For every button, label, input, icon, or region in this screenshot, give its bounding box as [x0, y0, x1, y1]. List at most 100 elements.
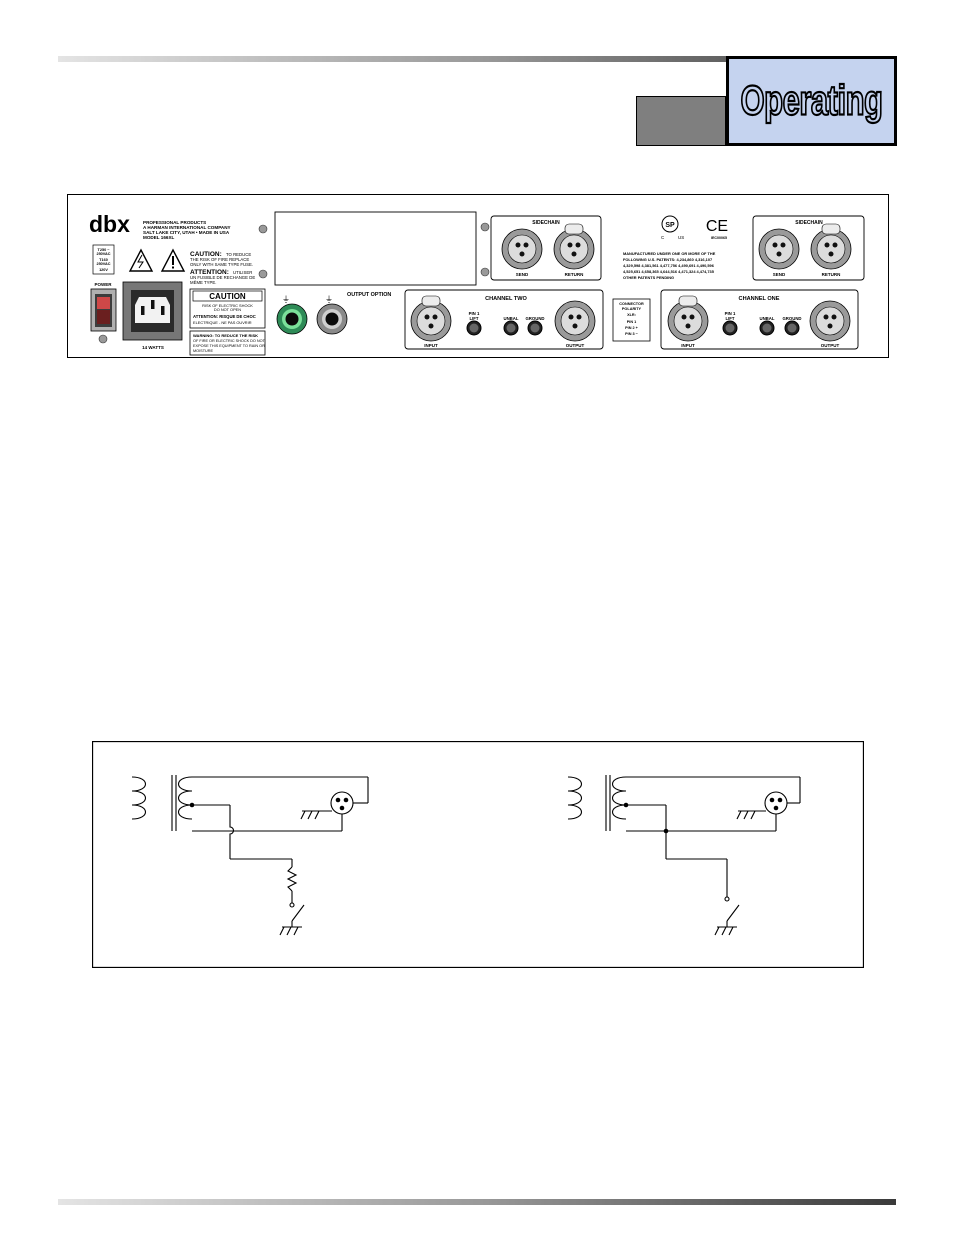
- channel-two-ground-switch[interactable]: [527, 320, 543, 336]
- svg-text:CAUTION: CAUTION: [209, 292, 246, 301]
- svg-text:UNBAL: UNBAL: [503, 316, 518, 321]
- svg-text:4,329,598 4,381,561 4,477,756: 4,329,598 4,381,561 4,477,756 4,490,691 …: [623, 263, 715, 268]
- output-option-jack-green[interactable]: [276, 303, 308, 335]
- svg-text:CE: CE: [706, 218, 728, 235]
- channel-two-unbal-switch[interactable]: [503, 320, 519, 336]
- svg-text:US: US: [678, 235, 684, 240]
- channel-two-input-jack[interactable]: [410, 295, 452, 342]
- svg-text:ELECTRIQUE - NE PAS OUVRIR: ELECTRIQUE - NE PAS OUVRIR: [193, 320, 252, 325]
- ground-symbol-icon: ⏚: [325, 295, 333, 304]
- svg-text:250VAC: 250VAC: [96, 262, 110, 266]
- section-tab: Operating: [726, 56, 897, 146]
- svg-text:RISK OF ELECTRIC SHOCK: RISK OF ELECTRIC SHOCK: [202, 303, 253, 308]
- channel-one-input-jack[interactable]: [667, 295, 709, 342]
- schematic-right-chassis-ground-icon: [736, 810, 766, 820]
- svg-text:T160: T160: [99, 258, 108, 262]
- sidechain-one-return-jack[interactable]: [810, 223, 852, 270]
- sidechain-one-send-jack[interactable]: [758, 228, 800, 270]
- fuse-caution-text: CAUTION: TO REDUCE THE RISK OF FIRE REPL…: [190, 251, 255, 285]
- svg-text:T250 ~: T250 ~: [98, 248, 111, 252]
- header-rule: [58, 56, 896, 62]
- channel-one-panel: CHANNEL ONE INPUT OUTPUT PIN 1 LIFT UNBA…: [660, 289, 859, 350]
- section-tab-label: Operating: [740, 76, 884, 125]
- schematic-left-switch: [289, 902, 305, 927]
- svg-text:POWER: POWER: [94, 282, 112, 287]
- grey-tab-block: [636, 96, 726, 146]
- svg-text:UTILISER: UTILISER: [233, 270, 252, 275]
- svg-text:OF FIRE OR ELECTRIC SHOCK DO N: OF FIRE OR ELECTRIC SHOCK DO NOT: [193, 339, 266, 343]
- channel-two-panel: CHANNEL TWO INPUT OUTPUT PIN 1 LIFT UNBA…: [404, 289, 604, 350]
- patents-text: MANUFACTURED UNDER ONE OR MORE OF THE FO…: [623, 251, 716, 280]
- svg-text:UN FUSIBLE DE RECHANGE DE: UN FUSIBLE DE RECHANGE DE: [190, 275, 255, 280]
- svg-text:SALT LAKE CITY, UTAH • MADE IN: SALT LAKE CITY, UTAH • MADE IN USA: [143, 230, 230, 235]
- svg-text:CHANNEL ONE: CHANNEL ONE: [739, 296, 780, 302]
- schematic-left-wiring: [192, 776, 369, 903]
- schematic-right-ground-icon: [714, 926, 737, 936]
- footer-rule: [58, 1199, 896, 1205]
- channel-two-pin1-lift-switch[interactable]: [466, 320, 482, 336]
- svg-text:PIN 2 +: PIN 2 +: [625, 326, 639, 330]
- schematic-right-wiring: [626, 776, 801, 897]
- dbx-logo: dbx: [89, 211, 130, 237]
- svg-text:CAUTION:: CAUTION:: [190, 251, 222, 258]
- svg-text:ATTENTION: RISQUE DE CHOC: ATTENTION: RISQUE DE CHOC: [193, 314, 256, 319]
- power-switch[interactable]: POWER: [90, 282, 117, 332]
- svg-text:WARNING: TO REDUCE THE RISK: WARNING: TO REDUCE THE RISK: [193, 333, 258, 338]
- watts-label: 14 WATTS: [142, 345, 164, 350]
- rear-panel-figure: dbx PROFESSIONAL PRODUCTS A HARMAN INTER…: [67, 194, 889, 358]
- svg-text:THE RISK OF FIRE REPLACE: THE RISK OF FIRE REPLACE: [190, 257, 249, 262]
- svg-text:PIN 1: PIN 1: [725, 311, 736, 316]
- svg-text:MÊME TYPE.: MÊME TYPE.: [190, 280, 216, 285]
- svg-text:OUTPUT: OUTPUT: [821, 343, 840, 348]
- svg-text:OUTPUT OPTION: OUTPUT OPTION: [347, 292, 391, 298]
- svg-text:120V: 120V: [99, 268, 108, 272]
- power-inlet: [122, 281, 183, 341]
- svg-text:POLARITY: POLARITY: [622, 307, 642, 311]
- svg-text:RETURN: RETURN: [565, 272, 584, 277]
- csa-cert-mark: SP C US: [661, 215, 684, 240]
- svg-text:CONNECTOR: CONNECTOR: [619, 302, 644, 306]
- svg-text:TO REDUCE: TO REDUCE: [226, 252, 251, 257]
- channel-one-ground-switch[interactable]: [784, 320, 800, 336]
- svg-text:GROUND: GROUND: [782, 316, 801, 321]
- svg-text:EXPOSE THIS EQUIPMENT TO RAIN: EXPOSE THIS EQUIPMENT TO RAIN OR: [193, 344, 265, 348]
- sidechain-two-send-jack[interactable]: [501, 228, 543, 270]
- sidechain-two-return-jack[interactable]: [553, 223, 595, 270]
- company-info: PROFESSIONAL PRODUCTS A HARMAN INTERNATI…: [143, 220, 231, 240]
- schematic-right-transformer: [567, 775, 627, 831]
- channel-one-output-jack[interactable]: [809, 300, 851, 342]
- svg-text:4,525,651 4,658,365 4,644,516: 4,525,651 4,658,365 4,644,516 4,471,324 …: [623, 269, 715, 274]
- svg-text:GROUND: GROUND: [525, 316, 544, 321]
- output-option-jack[interactable]: [316, 303, 348, 335]
- svg-text:C: C: [661, 235, 665, 240]
- svg-text:A HARMAN INTERNATIONAL COMPANY: A HARMAN INTERNATIONAL COMPANY: [143, 225, 231, 230]
- svg-text:ATTENTION:: ATTENTION:: [190, 269, 229, 276]
- svg-text:INPUT: INPUT: [424, 343, 438, 348]
- ce-mark: CE IEC00065: [706, 218, 728, 240]
- schematic-left-xlr-icon: [330, 791, 354, 815]
- schematic-left-transformer: [131, 775, 193, 831]
- grounding-schematic: [92, 741, 864, 968]
- svg-text:DO NOT OPEN: DO NOT OPEN: [214, 307, 241, 312]
- svg-text:LIFT: LIFT: [469, 316, 478, 321]
- channel-one-unbal-switch[interactable]: [759, 320, 775, 336]
- svg-text:MODEL 166XL: MODEL 166XL: [143, 235, 175, 240]
- channel-one-pin1-lift-switch[interactable]: [722, 320, 738, 336]
- svg-text:ONLY WITH SAME TYPE FUSE.: ONLY WITH SAME TYPE FUSE.: [190, 262, 253, 267]
- panel-screws: [98, 222, 490, 344]
- svg-text:RETURN: RETURN: [822, 272, 841, 277]
- svg-text:PIN 3 −: PIN 3 −: [625, 332, 639, 336]
- svg-text:dbx: dbx: [89, 211, 130, 237]
- schematic-right-xlr-icon: [764, 791, 788, 815]
- moisture-warning-box: WARNING: TO REDUCE THE RISK OF FIRE OR E…: [189, 330, 266, 356]
- svg-text:OTHER PATENTS PENDING: OTHER PATENTS PENDING: [623, 275, 674, 280]
- svg-text:SIDECHAIN: SIDECHAIN: [532, 220, 560, 226]
- svg-text:SP: SP: [665, 222, 675, 229]
- exclamation-warning-icon: [160, 248, 186, 272]
- channel-two-output-jack[interactable]: [554, 300, 596, 342]
- shock-caution-box: CAUTION RISK OF ELECTRIC SHOCK DO NOT OP…: [189, 288, 266, 329]
- svg-text:SIDECHAIN: SIDECHAIN: [795, 220, 823, 226]
- svg-text:MOISTURE: MOISTURE: [193, 349, 214, 353]
- schematic-right-switch: [724, 896, 740, 927]
- svg-text:250VAC: 250VAC: [96, 252, 110, 256]
